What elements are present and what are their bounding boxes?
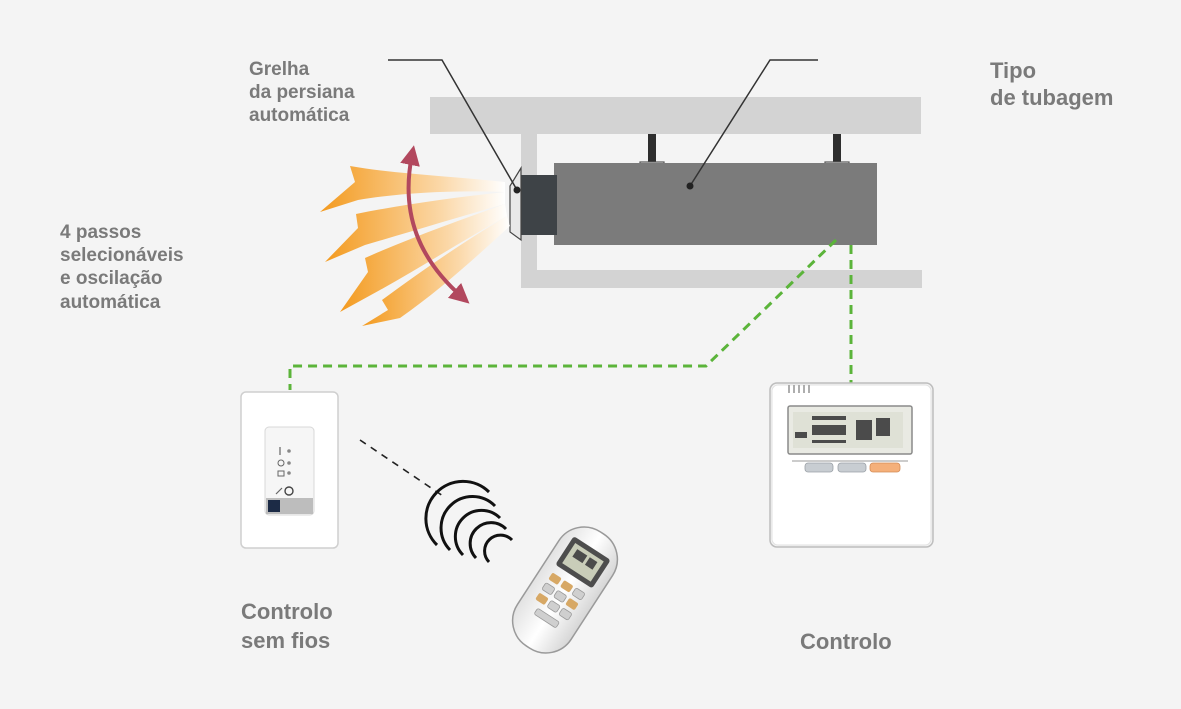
grille-label: Grelha da persiana automática [249, 59, 355, 127]
signal-waves-icon [424, 479, 514, 564]
wireless-remote-control [511, 526, 619, 654]
grille-leader-line [388, 59, 518, 191]
wireless-remote-label: Controlo sem fios [241, 599, 333, 653]
louver-grille [509, 165, 522, 242]
piping-leader-dot [686, 182, 694, 190]
wire-to-wireless-receiver [288, 238, 838, 390]
ceiling-frame [430, 97, 922, 288]
airflow-steps-label: 4 passos selecionáveis e oscilação autom… [60, 222, 184, 313]
piping-label: Tipo de tubagem [990, 58, 1114, 110]
swing-arrow-icon [400, 145, 470, 304]
grille-leader-dot [513, 186, 521, 194]
wired-remote-label: Controlo [800, 629, 892, 654]
wired-controller [769, 382, 934, 548]
duct-unit [554, 163, 877, 245]
ir-signal-line [359, 439, 447, 499]
unit-outlet [521, 175, 557, 235]
piping-leader-line [689, 59, 818, 187]
airflow-arrows [320, 166, 510, 326]
wireless-receiver-panel [240, 391, 339, 549]
